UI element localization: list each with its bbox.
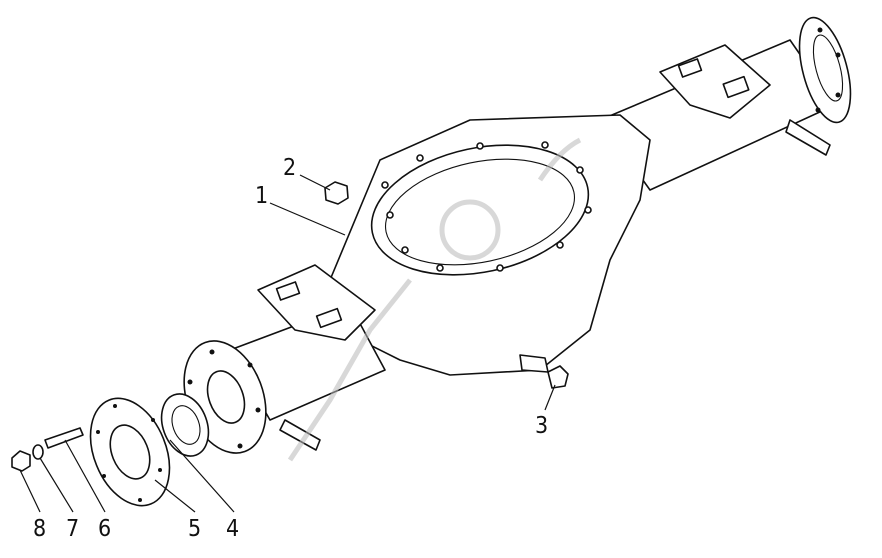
callout-4: 4 bbox=[226, 516, 239, 542]
watermark-logo bbox=[287, 137, 582, 462]
part-5-gasket bbox=[89, 397, 171, 507]
part-7-washer bbox=[32, 444, 44, 460]
leader-lines bbox=[19, 174, 556, 513]
callout-2: 2 bbox=[283, 155, 296, 181]
callout-7: 7 bbox=[66, 516, 79, 542]
left-axle-tube bbox=[183, 264, 386, 454]
part-3-plug bbox=[547, 365, 569, 389]
housing-bolt-holes bbox=[381, 141, 592, 272]
callout-8: 8 bbox=[33, 516, 46, 542]
part-2-nut bbox=[324, 181, 349, 205]
callout-5: 5 bbox=[188, 516, 201, 542]
callout-labels: 1 2 3 4 5 6 7 8 bbox=[33, 155, 548, 542]
part-4-oil-seal bbox=[160, 393, 210, 457]
part-8-nut bbox=[11, 450, 31, 472]
callout-6: 6 bbox=[98, 516, 111, 542]
right-axle-tube bbox=[599, 16, 852, 191]
axle-housing-banjo bbox=[329, 114, 651, 376]
callout-1: 1 bbox=[255, 183, 268, 209]
callout-3: 3 bbox=[535, 413, 548, 439]
part-6-stud bbox=[44, 427, 84, 449]
